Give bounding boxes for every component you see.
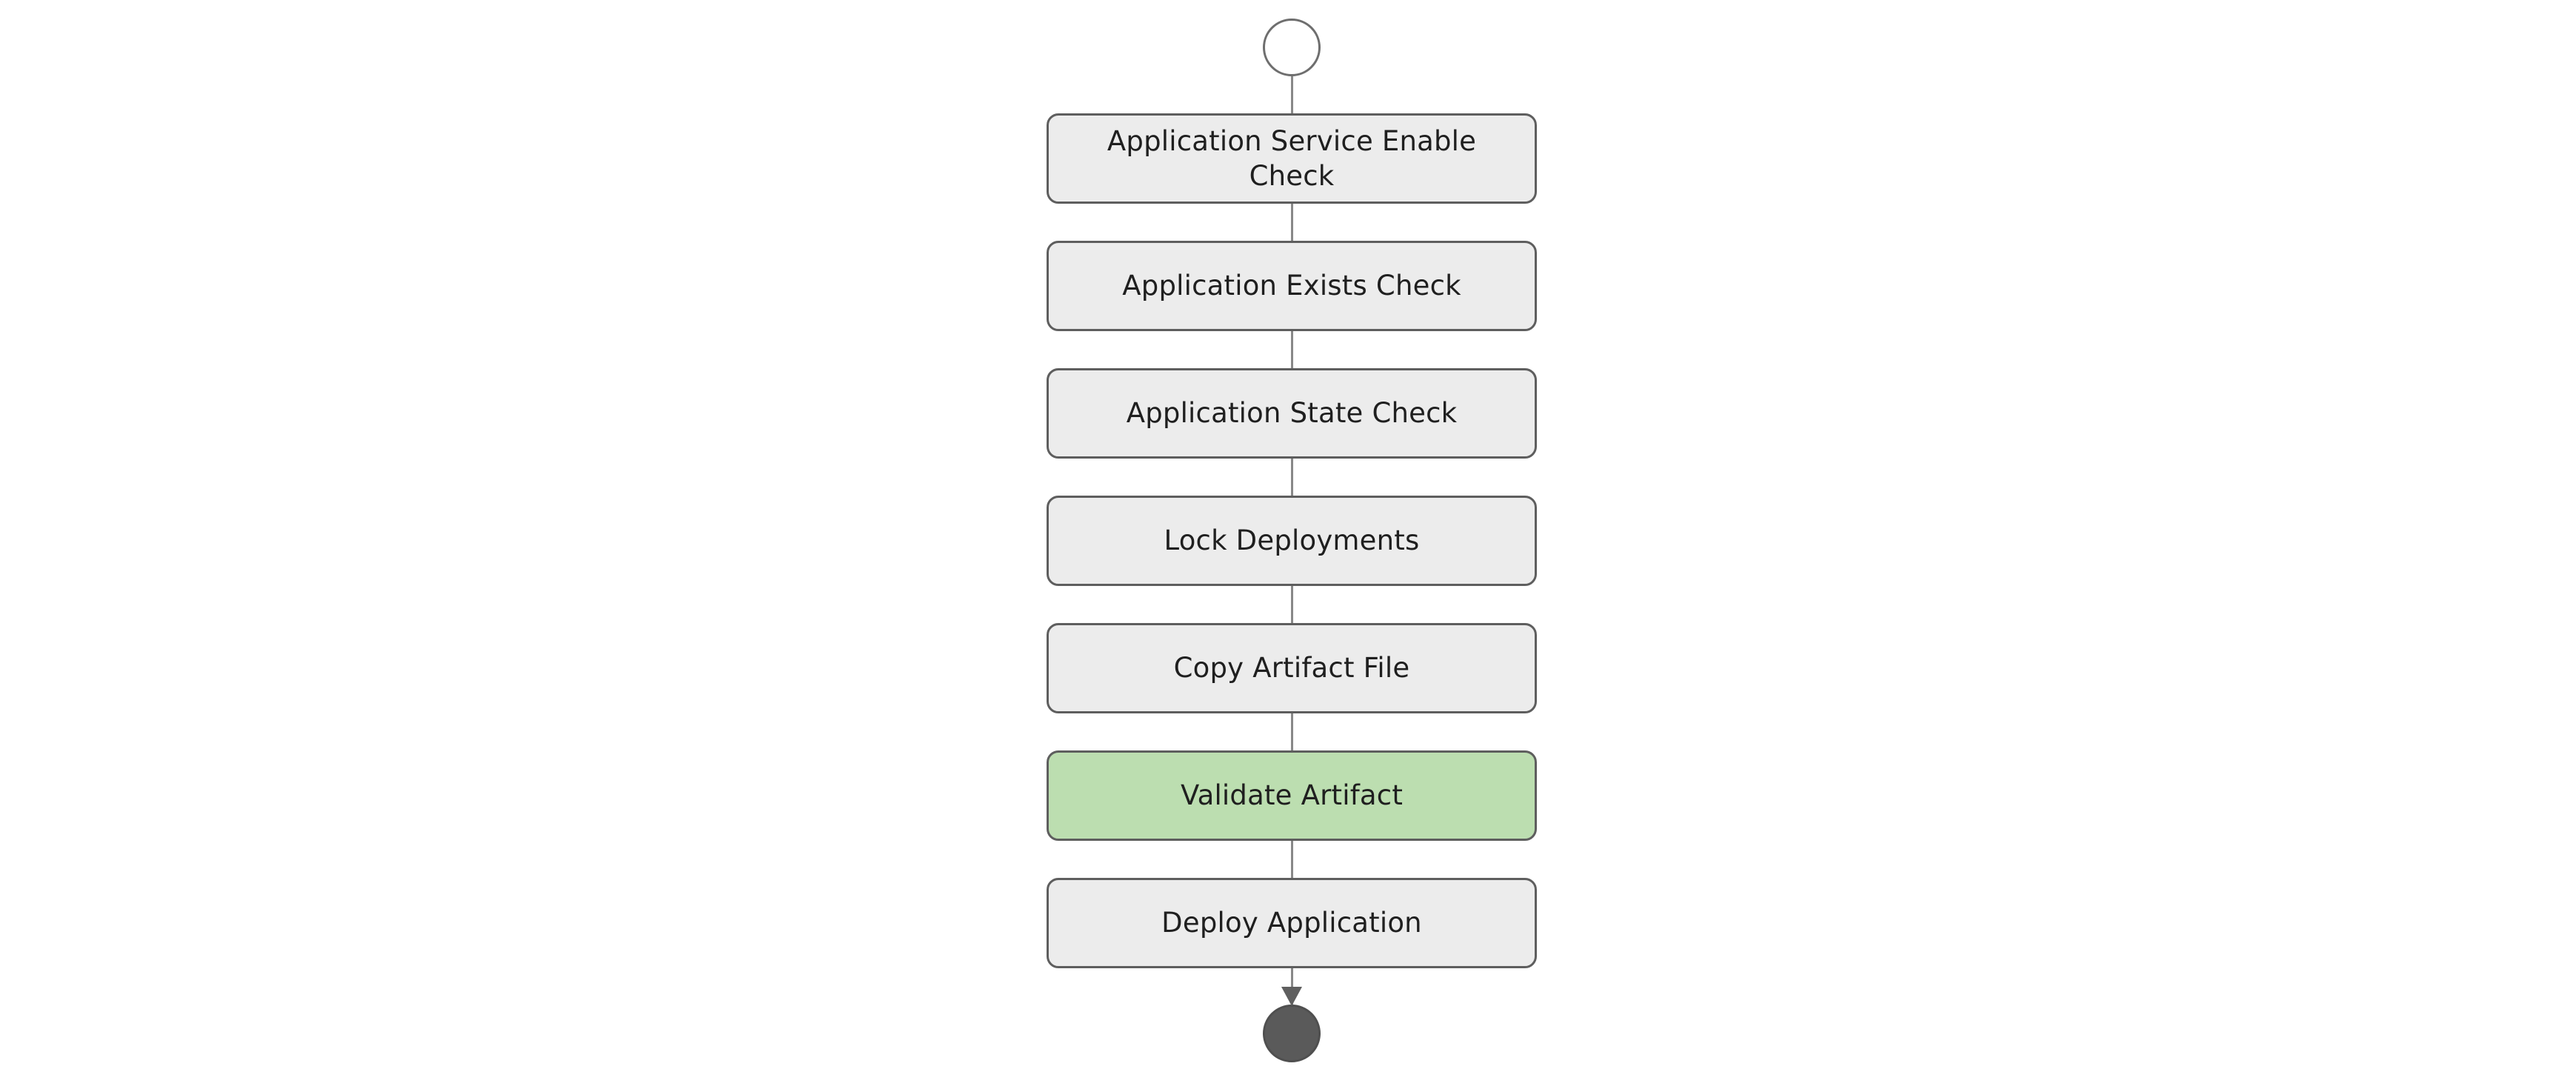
end-node[interactable] — [1263, 1005, 1321, 1062]
node-application-exists-check[interactable]: Application Exists Check — [1047, 241, 1537, 331]
node-label: Lock Deployments — [1164, 524, 1420, 557]
node-validate-artifact[interactable]: Validate Artifact — [1047, 750, 1537, 841]
node-label: Application Exists Check — [1122, 270, 1461, 302]
node-application-state-check[interactable]: Application State Check — [1047, 368, 1537, 459]
arrow-head-icon — [1281, 987, 1302, 1006]
node-deploy-application[interactable]: Deploy Application — [1047, 878, 1537, 968]
node-app-service-enable-check[interactable]: Application Service Enable Check — [1047, 113, 1537, 204]
node-label: Copy Artifact File — [1173, 652, 1410, 685]
node-lock-deployments[interactable]: Lock Deployments — [1047, 496, 1537, 586]
node-label: Deploy Application — [1161, 907, 1422, 939]
edge-application-exists-check-to-application-state-check — [1290, 331, 1293, 368]
edge-lock-deployments-to-copy-artifact-file — [1290, 586, 1293, 623]
node-label: Application Service Enable Check — [1107, 124, 1477, 192]
edge-validate-artifact-to-deploy-application — [1290, 841, 1293, 878]
node-copy-artifact-file[interactable]: Copy Artifact File — [1047, 623, 1537, 713]
node-label: Application State Check — [1126, 397, 1458, 430]
edge-application-state-check-to-lock-deployments — [1290, 459, 1293, 496]
start-node[interactable] — [1263, 19, 1321, 76]
edge-deploy-application-to-end — [1281, 968, 1302, 1006]
edge-copy-artifact-file-to-validate-artifact — [1290, 713, 1293, 750]
node-label: Validate Artifact — [1180, 779, 1404, 812]
edge-start-to-app-service-enable-check — [1290, 76, 1293, 113]
edge-app-service-enable-check-to-application-exists-check — [1290, 204, 1293, 241]
flow-column: Application Service Enable Check Applica… — [1047, 0, 1537, 1089]
